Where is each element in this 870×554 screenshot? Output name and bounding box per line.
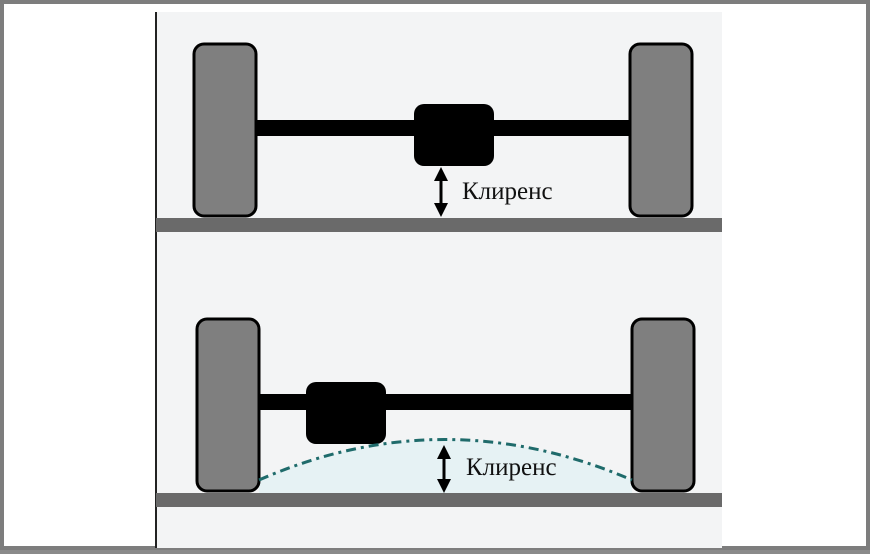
- top-right-wheel: [628, 42, 694, 218]
- axle-clearance-diagram: [155, 12, 722, 548]
- obstacle-curve: [258, 438, 633, 482]
- bottom-left-wheel: [195, 317, 261, 493]
- top-differential: [414, 104, 494, 166]
- bottom-right-wheel: [630, 317, 696, 493]
- top-panel: [156, 42, 722, 232]
- bottom-panel: [156, 317, 722, 507]
- top-ground: [156, 218, 722, 232]
- top-left-wheel: [192, 42, 258, 218]
- bottom-ground: [156, 493, 722, 507]
- top-clearance-arrow: [434, 167, 448, 217]
- top-clearance-label: Клиренс: [462, 178, 553, 205]
- bottom-differential: [306, 382, 386, 444]
- bottom-clearance-arrow: [437, 445, 451, 493]
- bottom-clearance-label: Клиренс: [466, 454, 557, 481]
